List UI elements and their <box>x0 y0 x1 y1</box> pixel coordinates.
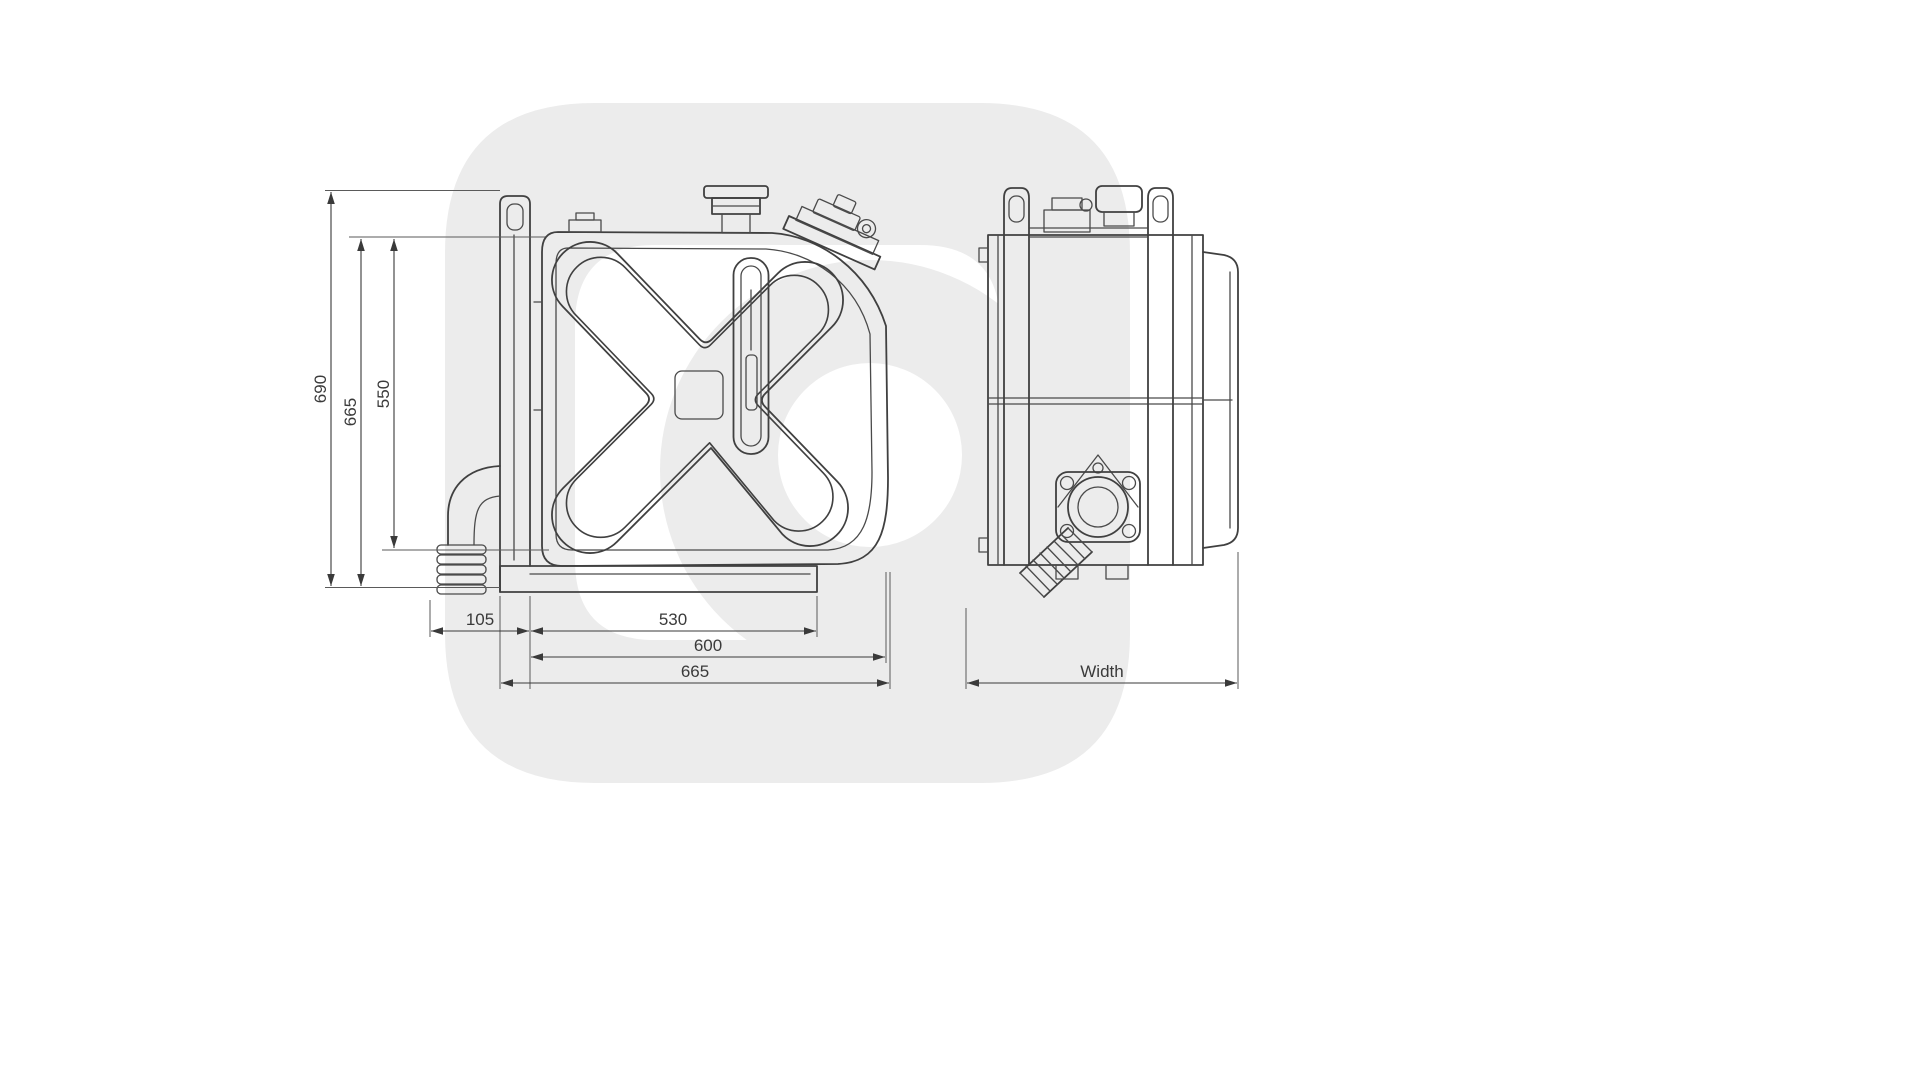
dim-label-body-height: 550 <box>374 380 393 408</box>
dim-label-tank-height: 665 <box>341 398 360 426</box>
side-view <box>978 185 1239 598</box>
side-cap <box>1095 185 1143 227</box>
filler-cap <box>703 185 769 234</box>
dim-label-overall-width: 665 <box>681 662 709 681</box>
watermark-circle-cutout <box>778 363 962 547</box>
mounting-strap-right <box>1147 187 1174 566</box>
bottom-tab <box>1055 564 1079 580</box>
extension-lines <box>325 190 1239 689</box>
dim-label-offset: 105 <box>466 610 494 629</box>
drain-hose-side <box>1019 527 1093 598</box>
breather-cap <box>568 212 602 233</box>
center-label-plate <box>674 370 724 420</box>
bracket-vertical-plate <box>499 195 531 593</box>
bracket-slot <box>506 203 524 231</box>
dimension-labels: 690 665 550 105 530 600 665 Width <box>311 375 1124 681</box>
bottom-tab <box>1105 564 1129 580</box>
bracket-bottom-plate <box>499 565 818 593</box>
dimension-lines <box>327 192 1237 687</box>
watermark-logo <box>445 103 1130 783</box>
side-end-panel <box>1202 251 1239 549</box>
handle <box>732 257 770 455</box>
dim-label-overall-height: 690 <box>311 375 330 403</box>
front-view <box>436 185 889 595</box>
outlet-flange <box>1055 454 1141 543</box>
x-brace <box>551 241 849 554</box>
side-pump <box>1043 197 1093 233</box>
mounting-strap-left <box>1003 187 1030 566</box>
dim-label-side-width: Width <box>1080 662 1123 681</box>
dim-label-tank-width: 600 <box>694 636 722 655</box>
pump-assembly <box>782 194 882 271</box>
dim-label-base-width: 530 <box>659 610 687 629</box>
tank-outline <box>541 231 889 567</box>
